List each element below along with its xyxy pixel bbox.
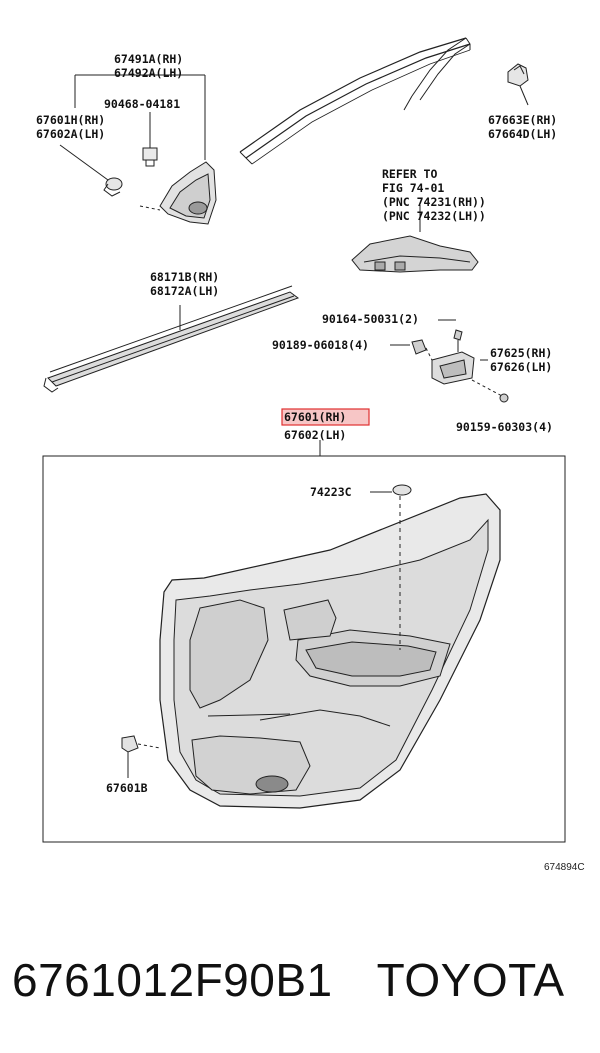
label-67601-rh: 67601(RH)	[284, 410, 346, 424]
label-90164: 90164-50031(2)	[322, 312, 419, 326]
label-67601b: 67601B	[106, 781, 148, 795]
callout-labels: 67491A(RH) 67492A(LH) 90468-04181 67601H…	[36, 52, 585, 873]
clip-67601b	[121, 735, 161, 778]
door-trim-panel	[159, 493, 501, 809]
label-67492a: 67492A(LH)	[114, 66, 183, 80]
door-trim-board-frame	[42, 440, 566, 843]
window-frame-molding	[239, 37, 471, 165]
clip-67601h	[103, 177, 123, 197]
label-67663e: 67663E(RH)	[488, 113, 557, 127]
mirror-corner-cover	[139, 161, 217, 225]
highlight-box-67601	[281, 408, 370, 426]
label-pnc-74231: (PNC 74231(RH))	[382, 195, 486, 209]
label-refer-to: REFER TO	[382, 167, 437, 181]
door-belt-weatherstrip	[43, 285, 300, 393]
clip-90468	[142, 147, 158, 167]
label-74223c: 74223C	[310, 485, 352, 499]
label-67491a: 67491A(RH)	[114, 52, 183, 66]
label-90189: 90189-06018(4)	[272, 338, 369, 352]
label-67602a: 67602A(LH)	[36, 127, 105, 141]
label-67601h: 67601H(RH)	[36, 113, 105, 127]
label-fig-74-01: FIG 74-01	[382, 181, 444, 195]
leaders-67491a	[59, 74, 206, 181]
label-68172a: 68172A(LH)	[150, 284, 219, 298]
label-67664d: 67664D(LH)	[488, 127, 557, 141]
part-info-row: 6761012F90B1 TOYOTA	[0, 935, 600, 1025]
brand-name: TOYOTA	[376, 954, 565, 1006]
label-67626: 67626(LH)	[490, 360, 552, 374]
label-90159: 90159-60303(4)	[456, 420, 553, 434]
label-67625: 67625(RH)	[490, 346, 552, 360]
bracket-67625	[390, 319, 509, 403]
part-number: 6761012F90B1	[12, 954, 333, 1006]
label-pnc-74232: (PNC 74232(LH))	[382, 209, 486, 223]
label-67602-lh: 67602(LH)	[284, 428, 346, 442]
label-90468: 90468-04181	[104, 97, 180, 111]
diagram-code: 674894C	[544, 862, 585, 873]
clip-67663e	[507, 63, 529, 106]
label-68171b: 68171B(RH)	[150, 270, 219, 284]
armrest-switch-base	[351, 205, 479, 273]
cap-74223c	[370, 484, 412, 496]
